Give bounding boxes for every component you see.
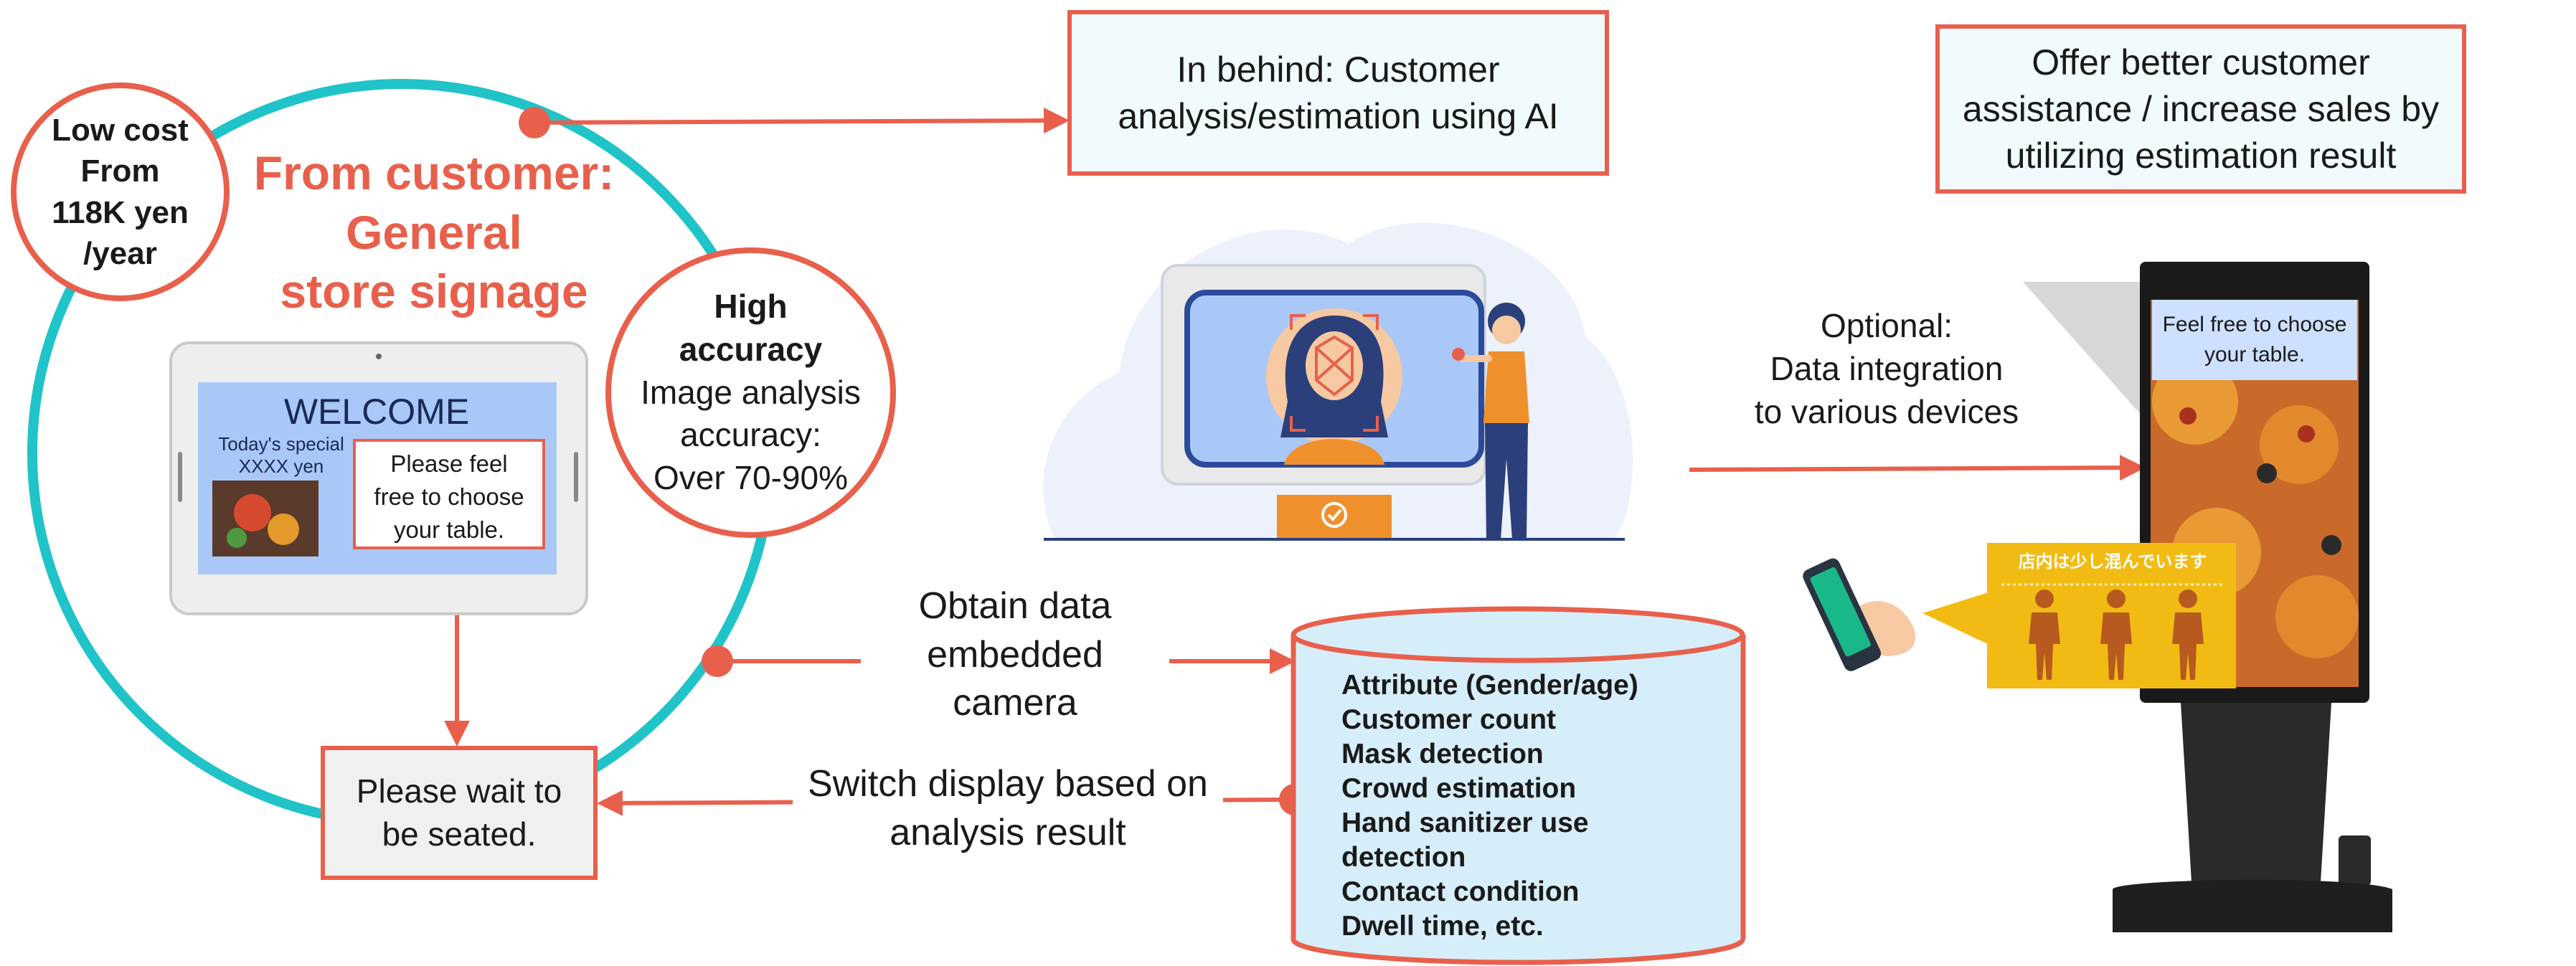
tablet-special: Today's special XXXX yen xyxy=(218,433,344,478)
tablet-note-frame xyxy=(353,439,545,549)
database-item: Crowd estimation xyxy=(1341,772,1577,804)
accuracy-bubble: High accuracy Image analysis accuracy: O… xyxy=(605,247,896,538)
accuracy-heading: High accuracy xyxy=(679,288,823,368)
crowd-people xyxy=(2009,588,2224,681)
assistance-text: Offer better customer assistance / incre… xyxy=(1962,42,2440,176)
database-item: Customer count xyxy=(1341,704,1557,735)
connector-dot-top xyxy=(519,107,550,138)
database-item: Attribute (Gender/age) xyxy=(1341,670,1638,701)
database-item: Hand sanitizer use xyxy=(1341,807,1589,838)
obtain-data-label: Obtain data embedded camera xyxy=(861,582,1169,728)
tablet-signage xyxy=(169,341,588,615)
optional-integration-label: Optional: Data integration to various de… xyxy=(1754,307,2019,430)
database-item: Mask detection xyxy=(1341,738,1544,770)
switch-display-label: Switch display based on analysis result xyxy=(793,760,1223,858)
person-icon xyxy=(2172,589,2204,680)
arrow-to-kiosk xyxy=(1689,455,2146,481)
database-item: detection xyxy=(1341,841,1466,873)
person-icon xyxy=(2100,589,2132,680)
accuracy-body: Image analysis accuracy: Over 70-90% xyxy=(641,373,861,497)
tablet-note: Please feel free to choose your table. xyxy=(374,450,524,544)
check-icon xyxy=(1321,502,1347,528)
phone-icon xyxy=(1803,558,1916,671)
ai-analysis-box: In behind: Customer analysis/estimation … xyxy=(1067,10,1609,176)
kiosk-screen-text: Feel free to choose your table. xyxy=(2162,313,2347,366)
ai-analysis-text: In behind: Customer analysis/estimation … xyxy=(1118,49,1559,136)
wait-text: Please wait to be seated. xyxy=(356,772,562,853)
assistance-box: Offer better customer assistance / incre… xyxy=(1935,24,2466,194)
person-icon xyxy=(2029,589,2060,680)
cost-bubble: Low cost From 118K yen /year xyxy=(11,82,230,301)
database-cylinder xyxy=(1291,606,1746,965)
wait-box: Please wait to be seated. xyxy=(321,746,598,880)
database-item: Contact condition xyxy=(1341,876,1580,907)
database-item: Dwell time, etc. xyxy=(1341,910,1544,942)
arrow-to-ai-box xyxy=(534,108,1070,134)
cost-text: Low cost From 118K yen /year xyxy=(52,113,189,271)
crowd-banner-text: 店内は少し混んでいます xyxy=(2018,551,2207,572)
database-list: Attribute (Gender/age) Customer count Ma… xyxy=(1341,668,1729,944)
face-scan-illustration xyxy=(1043,222,1633,541)
tablet-welcome: WELCOME xyxy=(283,392,470,432)
customer-circle-title: From customer: General store signage xyxy=(253,146,615,318)
connector-dot-middle xyxy=(702,645,733,677)
